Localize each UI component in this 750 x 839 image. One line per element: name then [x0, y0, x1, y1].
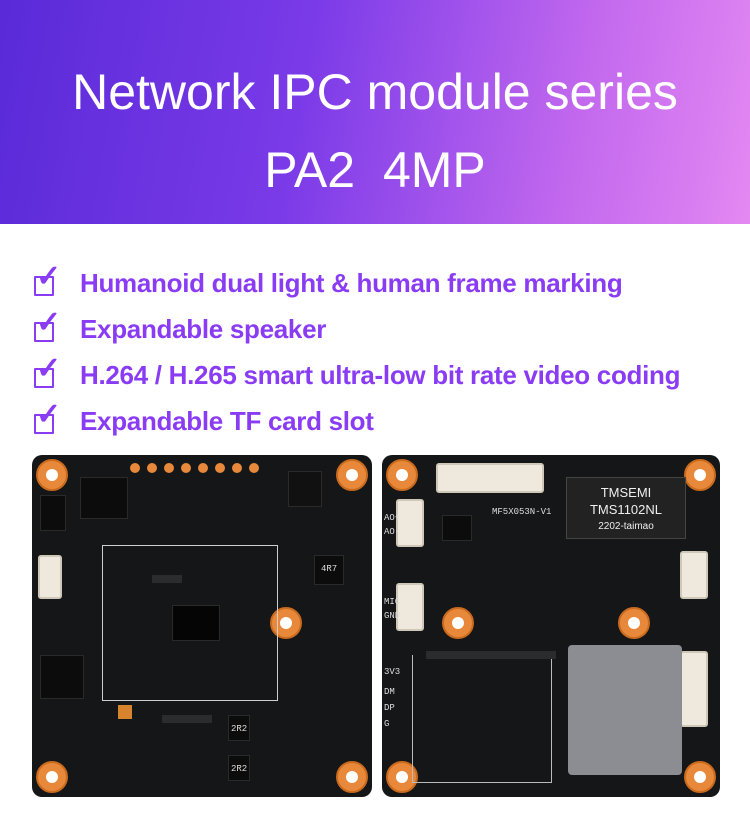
page-title: Network IPC module series [72, 64, 678, 120]
feature-item: ✓ Expandable speaker [34, 306, 680, 352]
feature-list: ✓ Humanoid dual light & human frame marki… [34, 260, 681, 444]
chip-label: 2R2 [231, 724, 248, 734]
silk-label: GND [384, 611, 401, 621]
chip-model: TMS1102NL [589, 502, 662, 517]
header-banner: Network IPC module series PA2 4MP [0, 0, 750, 224]
mounting-hole [270, 607, 302, 639]
feature-label: Humanoid dual light & human frame markin… [80, 267, 623, 298]
chip-label: 4R7 [321, 564, 338, 574]
feature-label: Expandable speaker [80, 313, 327, 344]
silk-label: G [384, 719, 390, 729]
mounting-hole [442, 607, 474, 639]
feature-item: ✓ Humanoid dual light & human frame marki… [34, 260, 680, 306]
chip-brand: TMSEMI [600, 485, 652, 500]
page-subtitle: PA2 4MP [264, 142, 486, 198]
chip-label: 2R2 [231, 764, 248, 774]
mounting-hole [386, 459, 418, 491]
mounting-hole [684, 761, 716, 793]
silk-label: 3V3 [384, 667, 401, 677]
feature-label: H.264 / H.265 smart ultra-low bit rate v… [80, 359, 681, 390]
wifi-shield [568, 645, 682, 775]
transformer-chip: TMSEMI TMS1102NL 2202-taimao [566, 477, 686, 539]
board-id: MF5X053N-V1 [492, 507, 552, 517]
mounting-hole [36, 459, 68, 491]
mounting-hole [36, 761, 68, 793]
checkbox-checked-icon: ✓ [34, 400, 64, 436]
checkbox-checked-icon: ✓ [34, 308, 64, 344]
silk-label: DM [384, 687, 395, 697]
silk-label: AO- [384, 527, 401, 537]
mounting-hole [618, 607, 650, 639]
checkbox-checked-icon: ✓ [34, 354, 64, 390]
mounting-hole [684, 459, 716, 491]
pcb-front-image: 4R7 2R2 2R2 [32, 455, 372, 797]
pcb-back-image: MF5X053N-V1 TMSEMI TMS1102NL 2202-taimao… [382, 455, 720, 797]
feature-item: ✓ H.264 / H.265 smart ultra-low bit rate … [34, 352, 681, 398]
feature-item: ✓ Expandable TF card slot [34, 398, 680, 444]
silk-label: MIC [384, 597, 401, 607]
mounting-hole [336, 459, 368, 491]
chip-code: 2202-taimao [598, 521, 654, 532]
checkbox-checked-icon: ✓ [34, 262, 64, 298]
feature-label: Expandable TF card slot [80, 405, 374, 436]
tf-card-slot-outline [412, 655, 552, 783]
mounting-hole [336, 761, 368, 793]
silk-label: DP [384, 703, 395, 713]
silk-label: AO+ [384, 513, 401, 523]
